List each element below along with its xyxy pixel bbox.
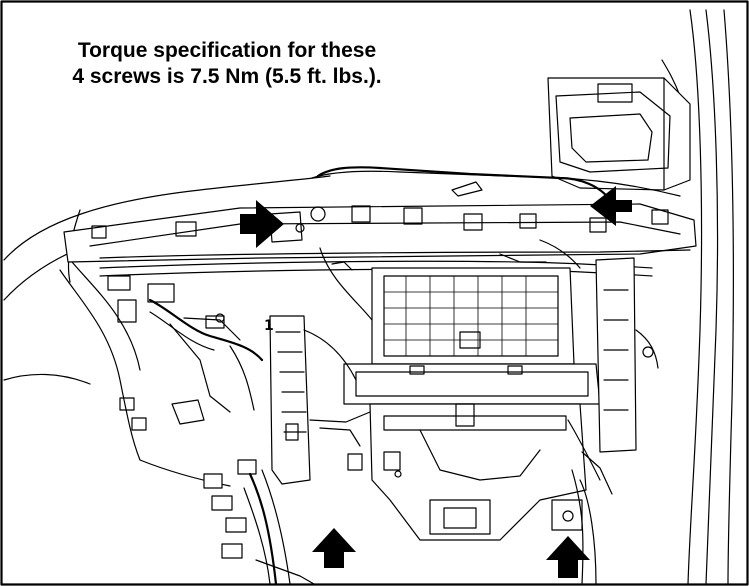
caption-line-2: 4 screws is 7.5 Nm (5.5 ft. lbs.). bbox=[72, 65, 382, 88]
screw-arrow-top-right bbox=[590, 186, 632, 226]
callout-number: 1 bbox=[264, 318, 274, 334]
connecting-lines bbox=[319, 239, 581, 321]
right-vertical-bracket bbox=[551, 257, 659, 585]
filter-grille bbox=[383, 275, 559, 357]
upper-right-bracket bbox=[547, 77, 691, 191]
hvac-case bbox=[343, 267, 601, 541]
screw-arrow-bottom-left bbox=[312, 528, 356, 568]
screw-arrow-top-left bbox=[240, 200, 284, 248]
torque-caption: Torque specification for these 4 screws … bbox=[62, 38, 392, 90]
lower-left-connectors bbox=[203, 459, 315, 586]
left-vertical-duct: 1 bbox=[264, 315, 371, 485]
left-dash-harness bbox=[3, 261, 264, 487]
screw-arrow-bottom-right bbox=[546, 536, 590, 578]
carrier-beam bbox=[63, 203, 697, 263]
caption-line-1: Torque specification for these bbox=[77, 39, 377, 62]
